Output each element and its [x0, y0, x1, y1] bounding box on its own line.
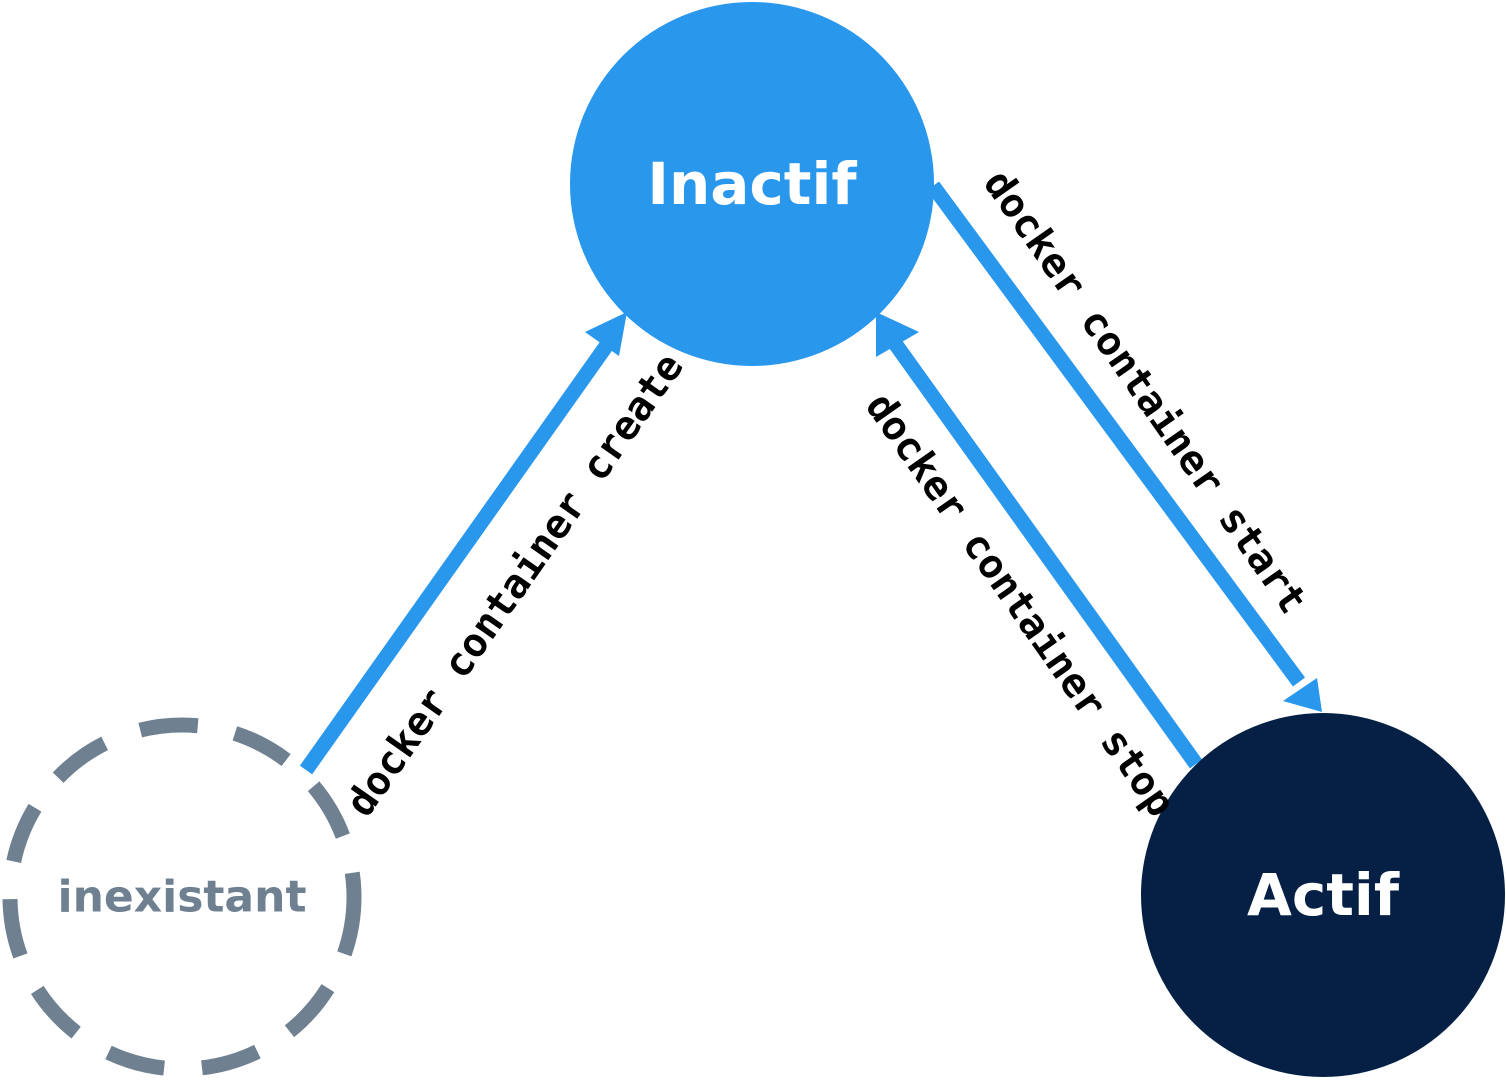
edge-create-label: docker container create [337, 345, 692, 825]
node-actif-label: Actif [1247, 861, 1400, 929]
edge-stop-arrow [876, 312, 1203, 769]
node-inexistant-label: inexistant [58, 872, 307, 923]
node-actif: Actif [1141, 713, 1505, 1077]
node-inactif: Inactif [570, 2, 934, 366]
edge-create-arrow [299, 312, 627, 775]
node-inexistant: inexistant [2, 717, 362, 1077]
node-inactif-label: Inactif [647, 150, 857, 218]
edge-start-arrow [926, 181, 1322, 712]
edge-start-label: docker container start [974, 162, 1316, 622]
